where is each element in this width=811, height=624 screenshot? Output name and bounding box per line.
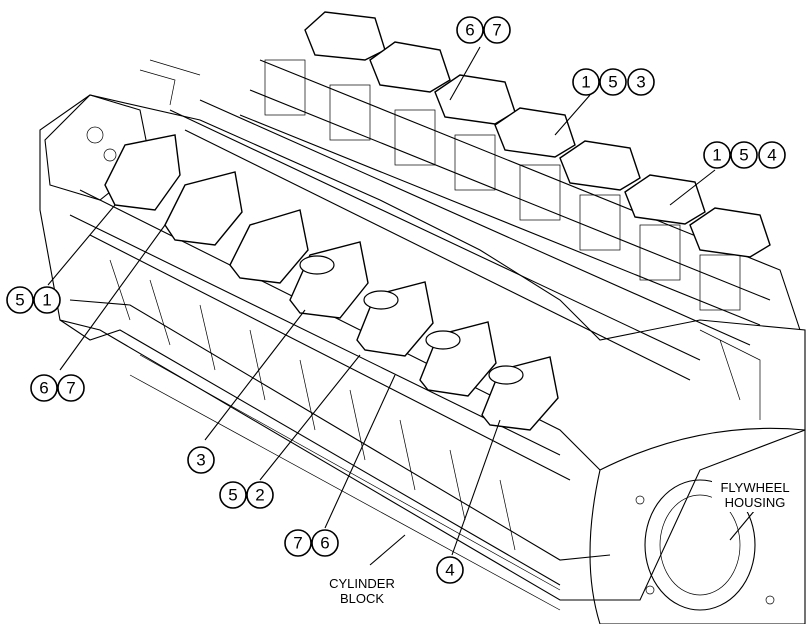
- callout-67-top: 6 7: [456, 16, 511, 44]
- cylinder-block-outline: [39, 94, 806, 601]
- valley: [169, 99, 751, 381]
- flywheel-label-line1: FLYWHEEL: [720, 480, 789, 495]
- upper-bank-details: [264, 59, 741, 311]
- callout-number: 3: [636, 73, 645, 92]
- callout-number: 7: [293, 534, 302, 553]
- callout-number: 4: [445, 561, 454, 580]
- callout-number: 7: [492, 21, 501, 40]
- leader-153: [554, 94, 591, 136]
- leader-cylinder-block: [369, 534, 406, 566]
- callout-number: 5: [739, 146, 748, 165]
- label-cylinder-block: CYLINDER BLOCK: [325, 573, 400, 607]
- lower-bank: [69, 189, 601, 481]
- leader-4: [451, 419, 501, 556]
- callout-153: 1 5 3: [572, 68, 655, 96]
- flywheel-housing: [589, 329, 806, 624]
- leader-154: [669, 169, 716, 206]
- callout-number: 5: [15, 291, 24, 310]
- callout-51: 5 1: [6, 286, 61, 314]
- breather-caps: [299, 255, 524, 385]
- callout-number: 4: [767, 146, 776, 165]
- leader-3: [204, 309, 306, 441]
- callout-4: 4: [436, 556, 464, 584]
- callout-154: 1 5 4: [703, 141, 786, 169]
- callout-52: 5 2: [219, 481, 274, 509]
- block-skirt: [59, 299, 611, 586]
- lower-valve-covers: [104, 134, 559, 431]
- leader-52: [259, 354, 361, 481]
- leader-76: [324, 374, 396, 529]
- callout-number: 6: [39, 379, 48, 398]
- callout-number: 7: [66, 379, 75, 398]
- callout-number: 5: [228, 486, 237, 505]
- leader-51: [47, 204, 116, 286]
- callout-number: 6: [465, 21, 474, 40]
- callout-3: 3: [187, 446, 215, 474]
- cylinder-label-line2: BLOCK: [340, 591, 384, 606]
- callout-number: 1: [712, 146, 721, 165]
- callout-67-left: 6 7: [30, 374, 85, 402]
- engine-drawing: [39, 11, 806, 624]
- callout-number: 5: [608, 73, 617, 92]
- callout-number: 6: [320, 534, 329, 553]
- upper-bank: [239, 59, 801, 331]
- callout-number: 1: [581, 73, 590, 92]
- leader-flywheel: [729, 509, 756, 541]
- cylinder-label-line1: CYLINDER: [329, 576, 395, 591]
- callout-number: 2: [255, 486, 264, 505]
- callout-number: 3: [196, 451, 205, 470]
- leader-lines: [47, 46, 756, 566]
- leader-67-left: [59, 224, 166, 371]
- callout-number: 1: [42, 291, 51, 310]
- leader-67-top: [449, 46, 481, 101]
- upper-valve-covers: [304, 11, 771, 258]
- callout-76: 7 6: [284, 529, 339, 557]
- label-flywheel-housing: FLYWHEEL HOUSING: [712, 478, 798, 512]
- flywheel-label-line2: HOUSING: [725, 495, 786, 510]
